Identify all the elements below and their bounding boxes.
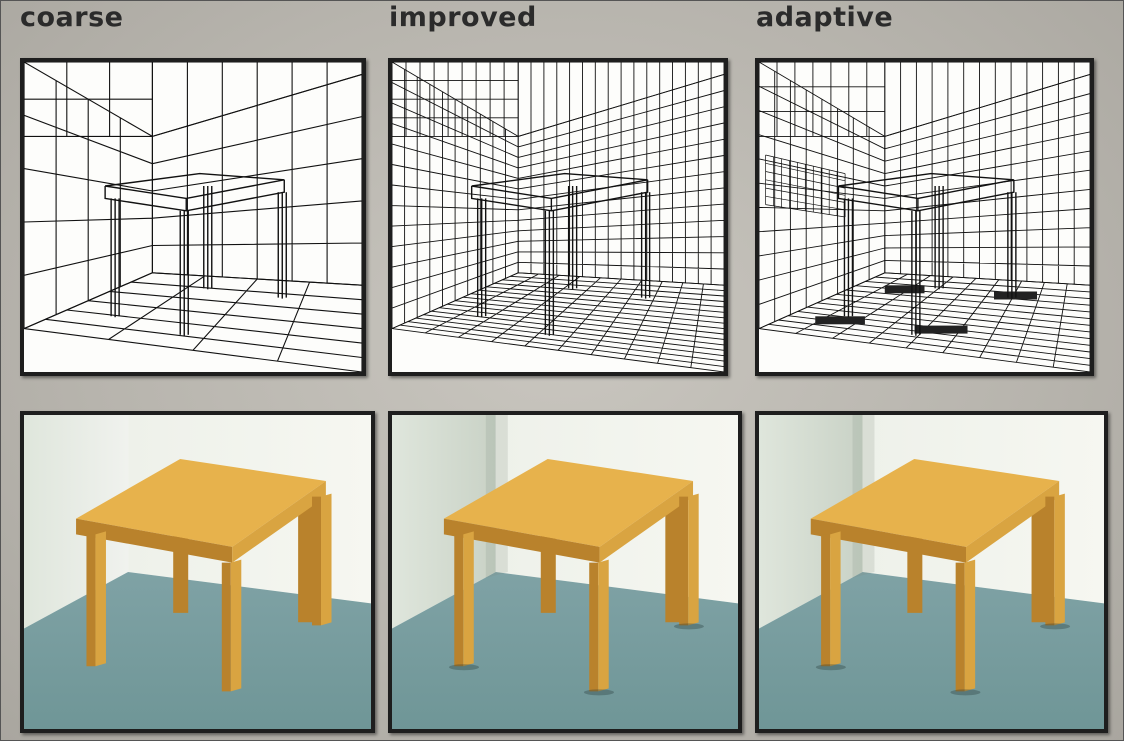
floor [759,572,1104,729]
mesh-drawing-adaptive [759,62,1090,372]
shadow-refined-patch [815,316,865,325]
render-panel-adaptive [755,411,1108,733]
table-front-leg [679,496,689,626]
floor [24,572,371,729]
leg-contact-shadow [815,664,846,671]
table-front-leg-side [95,531,106,667]
mesh-grid [24,62,362,372]
table-front-leg [955,562,965,692]
floor-mesh [24,272,362,372]
table-front-leg-side [830,531,841,667]
mesh-drawing-coarse [24,62,362,372]
shadow-refined-patch [884,285,925,294]
column-label-improved: improved [389,2,537,33]
table-top-side-edge [599,480,694,563]
upper-right-mesh [884,62,1090,137]
table-top-front-edge [76,518,233,563]
table-top-side-edge [232,480,326,563]
table-front-leg [821,534,831,667]
mesh-background [24,62,362,372]
column-label-adaptive: adaptive [756,2,894,33]
table-top-surface [443,458,694,547]
mesh-panel-coarse [20,58,366,376]
table-top-front-edge [810,518,966,563]
table-front-leg-side [321,493,332,626]
leg-contact-shadow [1040,623,1071,630]
mesh-drawing-improved [392,62,724,372]
mesh-grid [392,62,724,372]
table-back-leg [298,502,314,623]
column-label-coarse: coarse [20,2,124,33]
table-top-side-edge [966,480,1060,563]
table-top-surface [76,458,326,547]
mesh-background [759,62,1090,372]
mesh-panel-adaptive [755,58,1094,376]
upper-right-mesh [517,62,724,137]
table-wireframe [104,172,287,336]
wall-refined-patch [765,154,846,218]
table-back-leg [1031,502,1047,623]
shadow-refined-patch [914,325,968,334]
table-back-leg [665,502,681,623]
table-front-leg [1045,496,1055,626]
leg-contact-shadow [583,689,614,696]
leg-contact-shadow [673,623,704,630]
rendered-table-improved [392,415,738,729]
upper-wall-mesh [759,62,886,137]
table-wireframe [837,172,1017,336]
render-panel-coarse [20,411,375,733]
upper-right-mesh [151,62,362,137]
table-front-leg-side [1054,493,1065,626]
mesh-panel-improved [388,58,728,376]
table-front-leg-side [463,531,474,667]
render-panel-improved [388,411,742,733]
table-front-leg-side [964,559,976,692]
table-front-leg [589,562,599,692]
table-front-leg [454,534,464,667]
table-front-leg [312,496,322,626]
leg-contact-shadow [950,689,981,696]
rendered-table-adaptive [759,415,1104,729]
table-front-leg-side [598,559,609,692]
floor-mesh [759,272,1090,372]
rendered-table-coarse [24,415,371,729]
table-front-leg-side [688,493,699,626]
floor [392,572,738,729]
upper-wall-mesh [392,62,519,137]
table-top-front-edge [443,518,600,563]
table-top-surface [810,458,1060,547]
table-front-leg [86,534,96,667]
table-front-leg [221,562,231,692]
table-front-leg-side [230,559,242,692]
table-wireframe [470,172,651,336]
leg-contact-shadow [449,664,480,671]
